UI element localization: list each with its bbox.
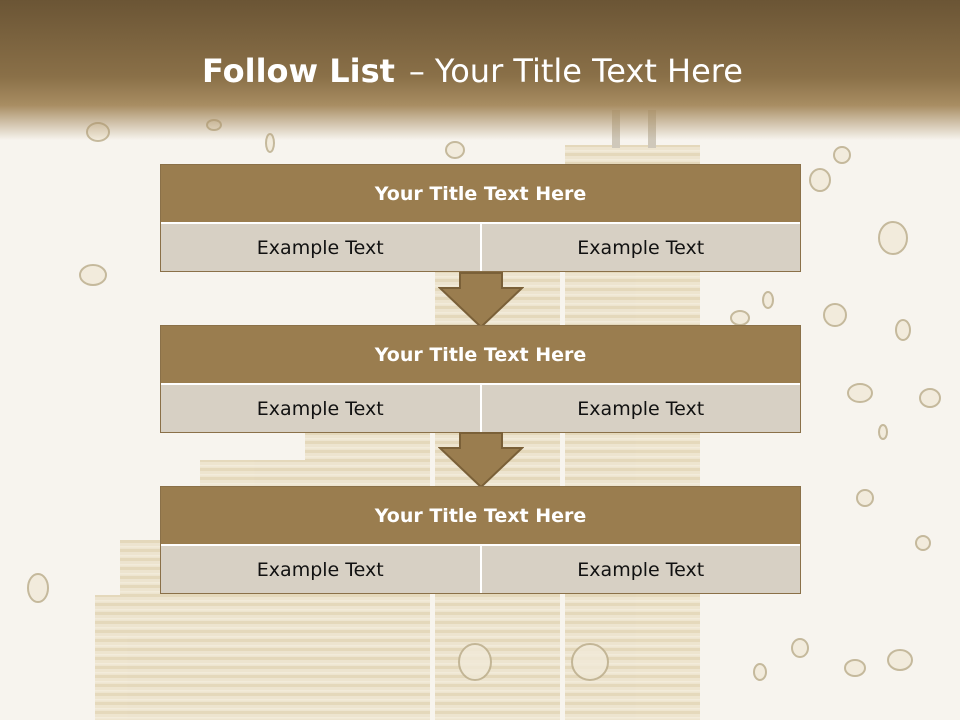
- slide-title-rest: Your Title Text Here: [434, 52, 743, 90]
- down-arrow-icon-1: [438, 272, 524, 328]
- block-1-left-text: Example Text: [161, 224, 480, 271]
- block-1-row: Example Text Example Text: [161, 224, 800, 271]
- down-arrow-icon-2: [438, 432, 524, 488]
- block-3-title: Your Title Text Here: [161, 487, 800, 546]
- block-3-right-text: Example Text: [479, 546, 800, 593]
- block-2-title: Your Title Text Here: [161, 326, 800, 385]
- block-2-right-text: Example Text: [479, 385, 800, 432]
- slide-title: Follow List–Your Title Text Here: [0, 52, 945, 90]
- block-3-left-text: Example Text: [161, 546, 480, 593]
- slide-title-separator: –: [408, 52, 425, 90]
- block-3-row: Example Text Example Text: [161, 546, 800, 593]
- title-bar: [0, 0, 960, 140]
- list-block-2: Your Title Text Here Example Text Exampl…: [160, 325, 801, 433]
- block-2-row: Example Text Example Text: [161, 385, 800, 432]
- block-2-left-text: Example Text: [161, 385, 480, 432]
- list-block-1: Your Title Text Here Example Text Exampl…: [160, 164, 801, 272]
- slide-title-bold: Follow List: [202, 52, 395, 90]
- block-1-title: Your Title Text Here: [161, 165, 800, 224]
- block-1-right-text: Example Text: [479, 224, 800, 271]
- list-block-3: Your Title Text Here Example Text Exampl…: [160, 486, 801, 594]
